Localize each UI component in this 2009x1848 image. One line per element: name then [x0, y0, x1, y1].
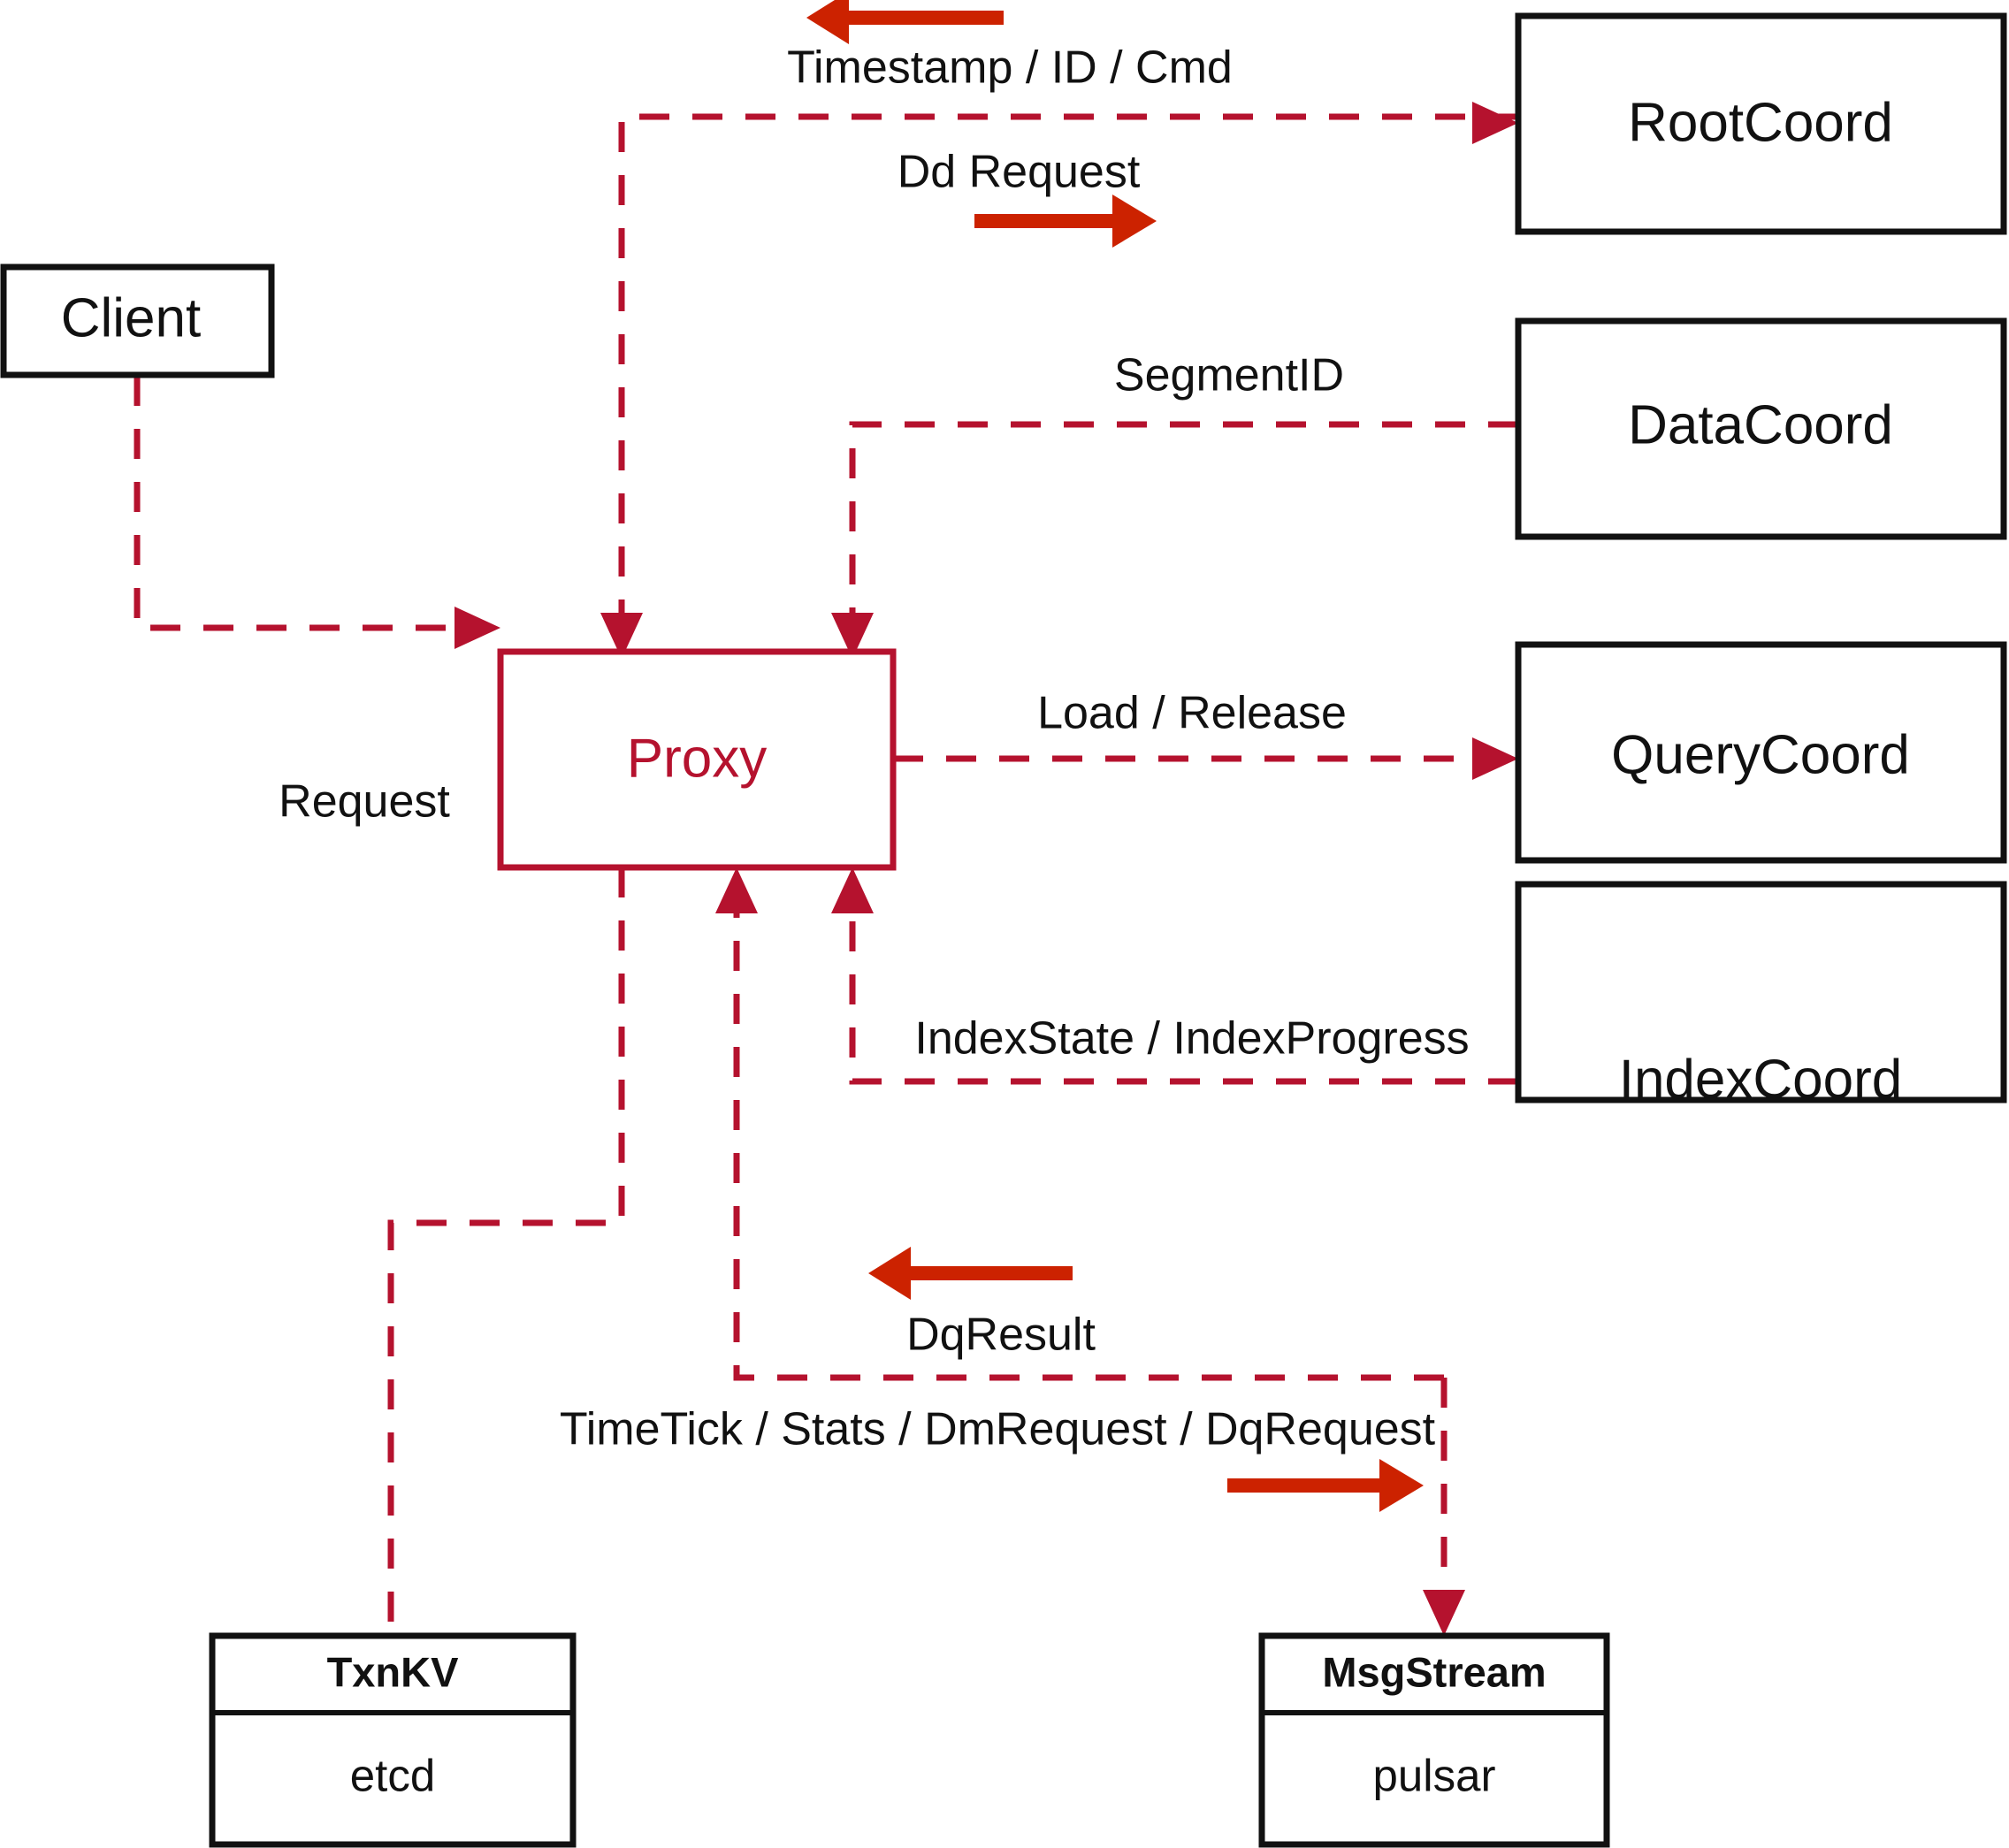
edge-segment-id	[831, 421, 1518, 659]
edge-label-dq-result: DqResult	[906, 1310, 1096, 1361]
node-root-coord-label: RootCoord	[1628, 92, 1893, 153]
node-proxy-label: Proxy	[627, 728, 767, 789]
edge-label-request: Request	[279, 776, 450, 828]
direction-arrow-dd-request	[974, 195, 1157, 248]
node-data-coord[interactable]: DataCoord	[1515, 317, 2007, 540]
edge-timestamp-id-cmd	[600, 113, 1518, 659]
direction-arrow-dq-result	[868, 1247, 1073, 1300]
node-proxy[interactable]: Proxy	[497, 648, 897, 871]
node-root-coord[interactable]: RootCoord	[1515, 12, 2007, 235]
edge-load-release	[893, 737, 1518, 780]
node-msgstream[interactable]: MsgStream pulsar	[1258, 1632, 1610, 1848]
node-index-coord[interactable]: IndexCoord	[1515, 881, 2007, 1110]
edge-label-timetick-stats: TimeTick / Stats / DmRequest / DqRequest	[560, 1404, 1436, 1455]
direction-arrow-timestamp	[806, 0, 1004, 44]
edge-dq-result	[715, 867, 1444, 1381]
node-data-coord-label: DataCoord	[1628, 394, 1893, 455]
node-msgstream-impl: pulsar	[1373, 1750, 1496, 1800]
edge-request	[134, 376, 500, 649]
edge-index-state-progress	[831, 867, 1518, 1085]
node-client[interactable]: Client	[0, 263, 275, 378]
edge-label-load-release: Load / Release	[1037, 688, 1347, 739]
node-index-coord-label: IndexCoord	[1619, 1049, 1903, 1110]
edge-label-dd-request: Dd Request	[898, 147, 1141, 198]
edge-timetick-stats	[1423, 1378, 1465, 1636]
node-txnkv-label: TxnKV	[327, 1648, 460, 1695]
edge-label-index-state-progress: IndexState / IndexProgress	[914, 1013, 1469, 1065]
node-query-coord-label: QueryCoord	[1611, 724, 1910, 785]
node-msgstream-label: MsgStream	[1322, 1648, 1546, 1695]
direction-arrow-timetick	[1227, 1459, 1424, 1512]
node-client-label: Client	[61, 287, 202, 348]
node-txnkv[interactable]: TxnKV etcd	[209, 1632, 577, 1848]
edge-proxy-txnkv	[387, 867, 625, 1636]
edge-dd-request	[1472, 102, 1518, 144]
node-txnkv-impl: etcd	[350, 1750, 435, 1800]
edge-label-timestamp-id-cmd: Timestamp / ID / Cmd	[787, 42, 1233, 94]
node-query-coord[interactable]: QueryCoord	[1515, 641, 2007, 864]
edge-label-segment-id: SegmentID	[1114, 350, 1344, 401]
